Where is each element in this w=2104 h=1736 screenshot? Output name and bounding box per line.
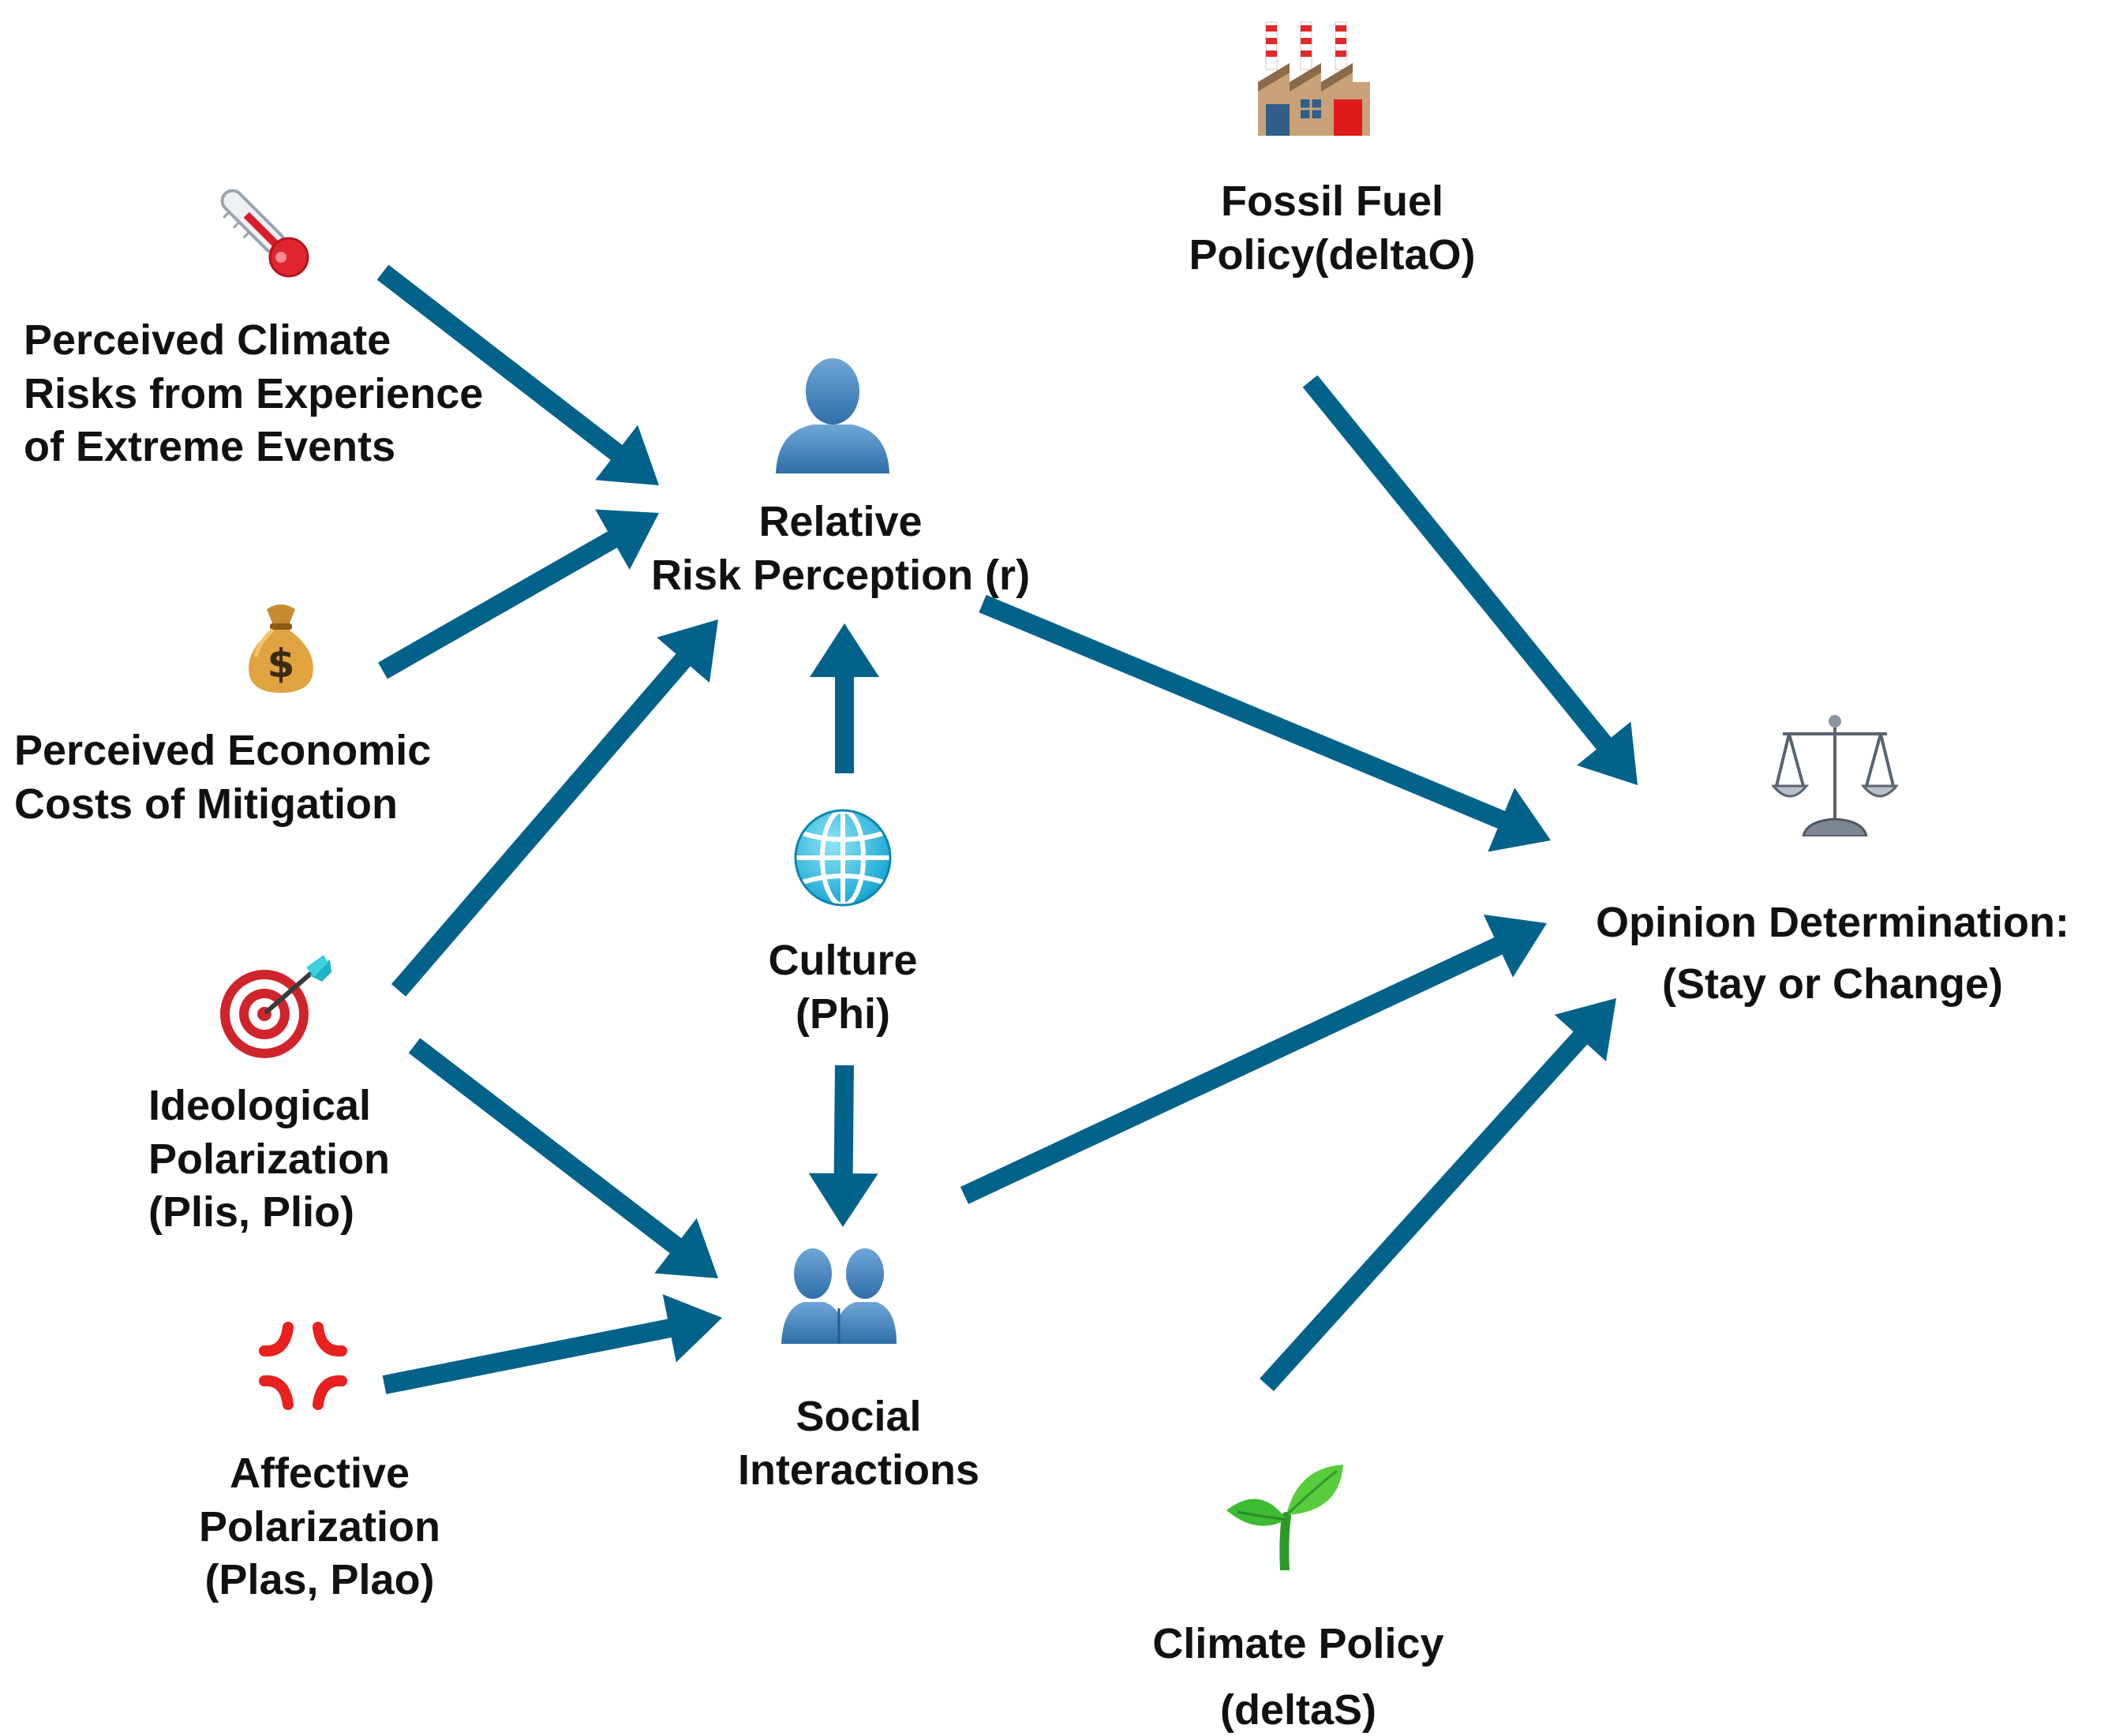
arrow-ideological-polarization-to-relative-risk-perception-shaft xyxy=(391,653,692,997)
svg-text:$: $ xyxy=(268,641,295,687)
balance-scale-icon xyxy=(1772,715,1898,836)
arrow-fossil-fuel-policy-to-opinion-determination xyxy=(1302,375,1638,785)
arrow-ideological-polarization-to-social-interactions-shaft xyxy=(408,1038,683,1255)
arrow-fossil-fuel-policy-to-opinion-determination-shaft xyxy=(1302,375,1612,751)
ideological-polarization-label: Ideological Polarization (Plis, Plio) xyxy=(148,1079,390,1240)
culture-line-1: Culture xyxy=(768,937,918,984)
arrow-relative-risk-perception-to-opinion-determination-shaft xyxy=(979,594,1507,829)
arrow-fossil-fuel-policy-to-opinion-determination-head xyxy=(1577,721,1638,785)
arrow-climate-policy-to-opinion-determination-shaft xyxy=(1260,1030,1589,1392)
culture-label: Culture (Phi) xyxy=(769,934,918,1041)
arrow-perceived-economic-costs-to-relative-risk-perception xyxy=(378,509,659,679)
relative-risk-perception-line-2: Risk Perception (r) xyxy=(650,551,1031,599)
perceived-economic-costs-line-2: Costs of Mitigation xyxy=(14,780,398,828)
social-interactions-label: Social Interactions xyxy=(738,1390,979,1497)
arrow-perceived-climate-risks-to-relative-risk-perception-head xyxy=(595,425,659,485)
arrow-ideological-polarization-to-social-interactions xyxy=(408,1038,718,1278)
thermometer-icon xyxy=(220,189,309,278)
affective-polarization-line-3: (Plas, Plao) xyxy=(204,1556,435,1603)
social-interactions-line-2: Interactions xyxy=(737,1446,980,1494)
arrow-perceived-climate-risks-to-relative-risk-perception-shaft xyxy=(376,264,624,462)
arrow-culture-to-social-interactions-head xyxy=(808,1173,878,1227)
two-people-icon xyxy=(781,1248,897,1344)
affective-polarization-line-1: Affective xyxy=(229,1450,410,1497)
perceived-climate-risks-label: Perceived Climate Risks from Experience … xyxy=(24,314,483,474)
arrow-perceived-economic-costs-to-relative-risk-perception-head xyxy=(595,509,659,570)
fossil-fuel-policy-line-1: Fossil Fuel xyxy=(1220,178,1444,225)
arrow-relative-risk-perception-to-opinion-determination xyxy=(979,594,1551,852)
arrow-climate-policy-to-opinion-determination xyxy=(1260,998,1616,1392)
perceived-climate-risks-line-1: Perceived Climate xyxy=(24,316,391,364)
opinion-determination-line-1: Opinion Determination: xyxy=(1596,899,2069,946)
arrow-culture-to-relative-risk-perception xyxy=(810,623,879,773)
culture-line-2: (Phi) xyxy=(796,990,890,1038)
target-dart-icon xyxy=(220,955,331,1058)
perceived-climate-risks-line-2: Risks from Experience xyxy=(24,369,484,417)
seedling-icon xyxy=(1226,1465,1343,1570)
arrow-social-interactions-to-opinion-determination-head xyxy=(1483,914,1547,978)
arrow-social-interactions-to-opinion-determination xyxy=(960,914,1547,1204)
ideological-polarization-line-3: (Plis, Plio) xyxy=(148,1188,355,1236)
social-interactions-line-1: Social xyxy=(796,1393,922,1440)
money-bag-icon: $ xyxy=(249,604,313,693)
relative-risk-perception-label: Relative Risk Perception (r) xyxy=(651,496,1030,602)
affective-polarization-label: Affective Polarization (Plas, Plao) xyxy=(199,1447,440,1607)
relative-risk-perception-line-1: Relative xyxy=(758,498,923,545)
arrow-culture-to-social-interactions xyxy=(808,1064,878,1227)
climate-policy-label: Climate Policy (deltaS) xyxy=(1152,1611,1443,1736)
perceived-climate-risks-line-3: of Extreme Events xyxy=(24,423,396,470)
arrow-affective-polarization-to-social-interactions-shaft xyxy=(382,1319,673,1394)
affective-polarization-line-2: Polarization xyxy=(198,1502,441,1551)
person-silhouette-icon xyxy=(776,358,889,473)
climate-policy-line-1: Climate Policy xyxy=(1152,1620,1444,1667)
opinion-determination-label: Opinion Determination: (Stay or Change) xyxy=(1596,892,2069,1016)
arrow-ideological-polarization-to-social-interactions-head xyxy=(654,1218,718,1278)
fossil-fuel-policy-label: Fossil Fuel Policy(deltaO) xyxy=(1189,175,1475,282)
ideological-polarization-line-1: Ideological xyxy=(148,1082,372,1129)
arrow-ideological-polarization-to-relative-risk-perception xyxy=(391,619,718,997)
perceived-economic-costs-label: Perceived Economic Costs of Mitigation xyxy=(14,724,431,831)
arrow-social-interactions-to-opinion-determination-shaft xyxy=(960,937,1504,1204)
climate-policy-line-2: (deltaS) xyxy=(1219,1685,1377,1734)
arrow-perceived-economic-costs-to-relative-risk-perception-shaft xyxy=(378,530,619,679)
arrow-relative-risk-perception-to-opinion-determination-head xyxy=(1488,788,1551,852)
arrow-culture-to-relative-risk-perception-head xyxy=(810,623,879,677)
arrow-affective-polarization-to-social-interactions xyxy=(382,1294,722,1394)
opinion-determination-line-2: (Stay or Change) xyxy=(1661,960,2004,1008)
anger-symbol-icon xyxy=(259,1322,347,1410)
arrow-perceived-climate-risks-to-relative-risk-perception xyxy=(376,264,659,485)
fossil-fuel-policy-line-2: Policy(deltaO) xyxy=(1189,230,1476,279)
factory-icon xyxy=(1258,21,1370,136)
globe-icon xyxy=(794,808,892,907)
arrow-affective-polarization-to-social-interactions-head xyxy=(662,1294,722,1363)
arrow-ideological-polarization-to-relative-risk-perception-head xyxy=(657,619,718,683)
arrow-climate-policy-to-opinion-determination-head xyxy=(1554,998,1616,1061)
ideological-polarization-line-2: Polarization xyxy=(148,1135,391,1183)
perceived-economic-costs-line-1: Perceived Economic xyxy=(14,727,432,774)
